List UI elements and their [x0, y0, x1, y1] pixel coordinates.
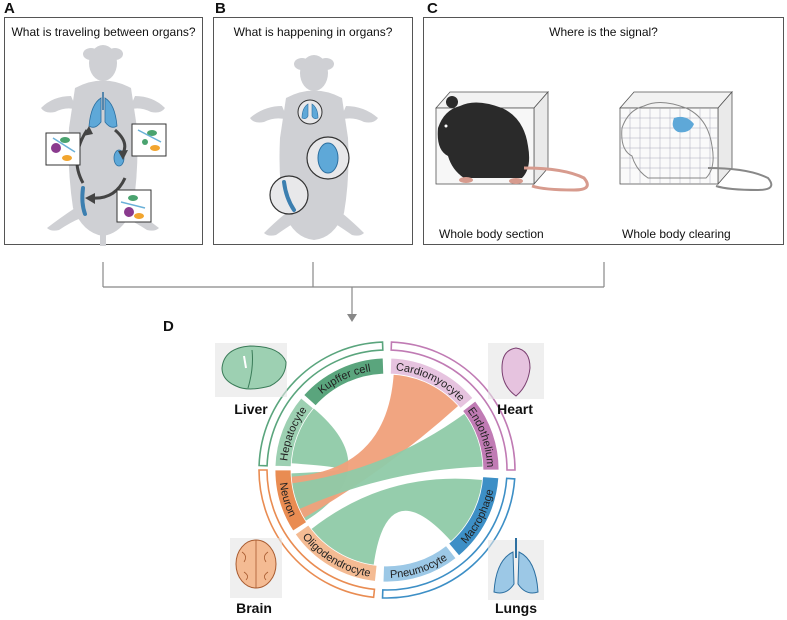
brain-organ-icon [230, 538, 282, 598]
panel-a-title: What is traveling between organs? [11, 25, 196, 39]
panel-c: Where is the signal? [423, 17, 784, 245]
panel-letter-b: B [215, 0, 226, 17]
panel-c-illustration [435, 90, 773, 192]
chord-endothelium-neuron [291, 413, 483, 510]
arc-cardiomyocyte [389, 357, 474, 409]
arc-endothelium [462, 400, 500, 471]
panel-b: What is happening in organs? [213, 17, 413, 245]
panel-letter-d: D [163, 318, 174, 335]
organ-ring-liver [258, 341, 384, 467]
cell-inset-left [45, 132, 81, 166]
organ-label-brain: Brain [236, 600, 272, 616]
panel-b-illustration [250, 55, 378, 240]
organ-rings [258, 341, 516, 599]
lungs-magnifier [297, 99, 323, 125]
liver-organ-icon [215, 343, 287, 397]
organ-ring-brain [258, 469, 376, 599]
arrow-head-icon [85, 193, 95, 204]
organ-ring-heart [390, 341, 516, 471]
cell-type-arcs [274, 357, 500, 583]
arc-oligodendrocyte [294, 524, 378, 582]
bone-magnifier [269, 175, 309, 215]
arc-macrophage [448, 476, 500, 557]
bone-icon [80, 186, 87, 216]
panel-c-title: Where is the signal? [549, 25, 658, 39]
arrow-head-icon [118, 150, 128, 160]
panel-a: What is traveling between organs? [4, 17, 203, 246]
arc-neuron [274, 469, 308, 532]
heart-organ-icon [488, 343, 544, 399]
arrow-head-icon [83, 126, 93, 136]
panel-b-title: What is happening in organs? [233, 25, 393, 39]
lungs-icon [88, 92, 118, 128]
chords [291, 374, 483, 566]
panel-letter-a: A [4, 0, 15, 17]
whole-body-section-illustration [435, 90, 589, 192]
organ-label-lungs: Lungs [495, 600, 537, 616]
lungs-organ-icon [488, 538, 544, 600]
chord-macrophage-oligodendrocyte [311, 478, 483, 566]
arc-pneumocyte [382, 545, 457, 583]
panel-letter-c: C [427, 0, 438, 17]
organ-label-heart: Heart [497, 401, 533, 417]
panel-a-illustration [41, 45, 167, 246]
cell-inset-right [131, 123, 167, 157]
arc-hepatocyte [274, 397, 315, 468]
organ-magnifier [306, 136, 350, 180]
caption-whole-body-section: Whole body section [439, 227, 544, 241]
cell-inset-bottom [116, 189, 152, 223]
whole-body-clearing-illustration [619, 90, 773, 192]
organ-label-liver: Liver [234, 401, 268, 417]
caption-whole-body-clearing: Whole body clearing [622, 227, 731, 241]
arc-kupffer [303, 357, 385, 407]
